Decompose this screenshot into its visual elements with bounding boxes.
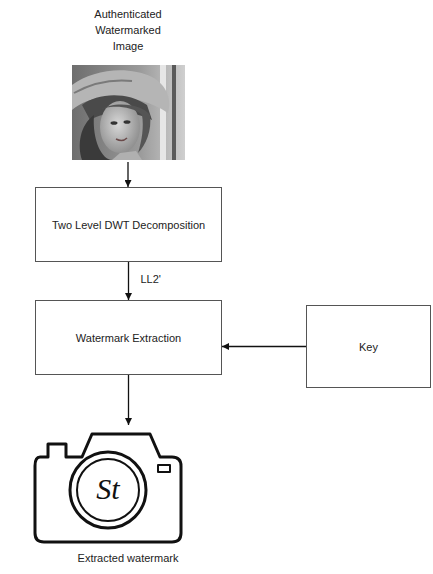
camera-icon [35, 434, 181, 542]
node-text: Two Level DWT Decomposition [52, 217, 205, 233]
flow-arrow [222, 346, 306, 347]
flow-arrow [128, 375, 129, 425]
input-box: Key [306, 305, 431, 388]
flow-arrow [127, 162, 128, 187]
node-text: Watermark Extraction [76, 330, 181, 346]
node-text: Authenticated Watermarked Image [86, 6, 170, 54]
node-text: Key [359, 339, 378, 355]
edge-label: LL2' [139, 272, 163, 286]
photo-node: Authenticated Watermarked Image [66, 4, 190, 162]
process-box: Two Level DWT Decomposition [35, 187, 222, 262]
flow-arrow [128, 262, 129, 300]
watermarked-photo [72, 65, 185, 160]
node-text: Extracted watermark [78, 550, 179, 566]
logo-text: St [96, 472, 119, 506]
process-box: Watermark Extraction [35, 300, 222, 375]
output-icon-node: Extracted watermark [35, 425, 221, 570]
